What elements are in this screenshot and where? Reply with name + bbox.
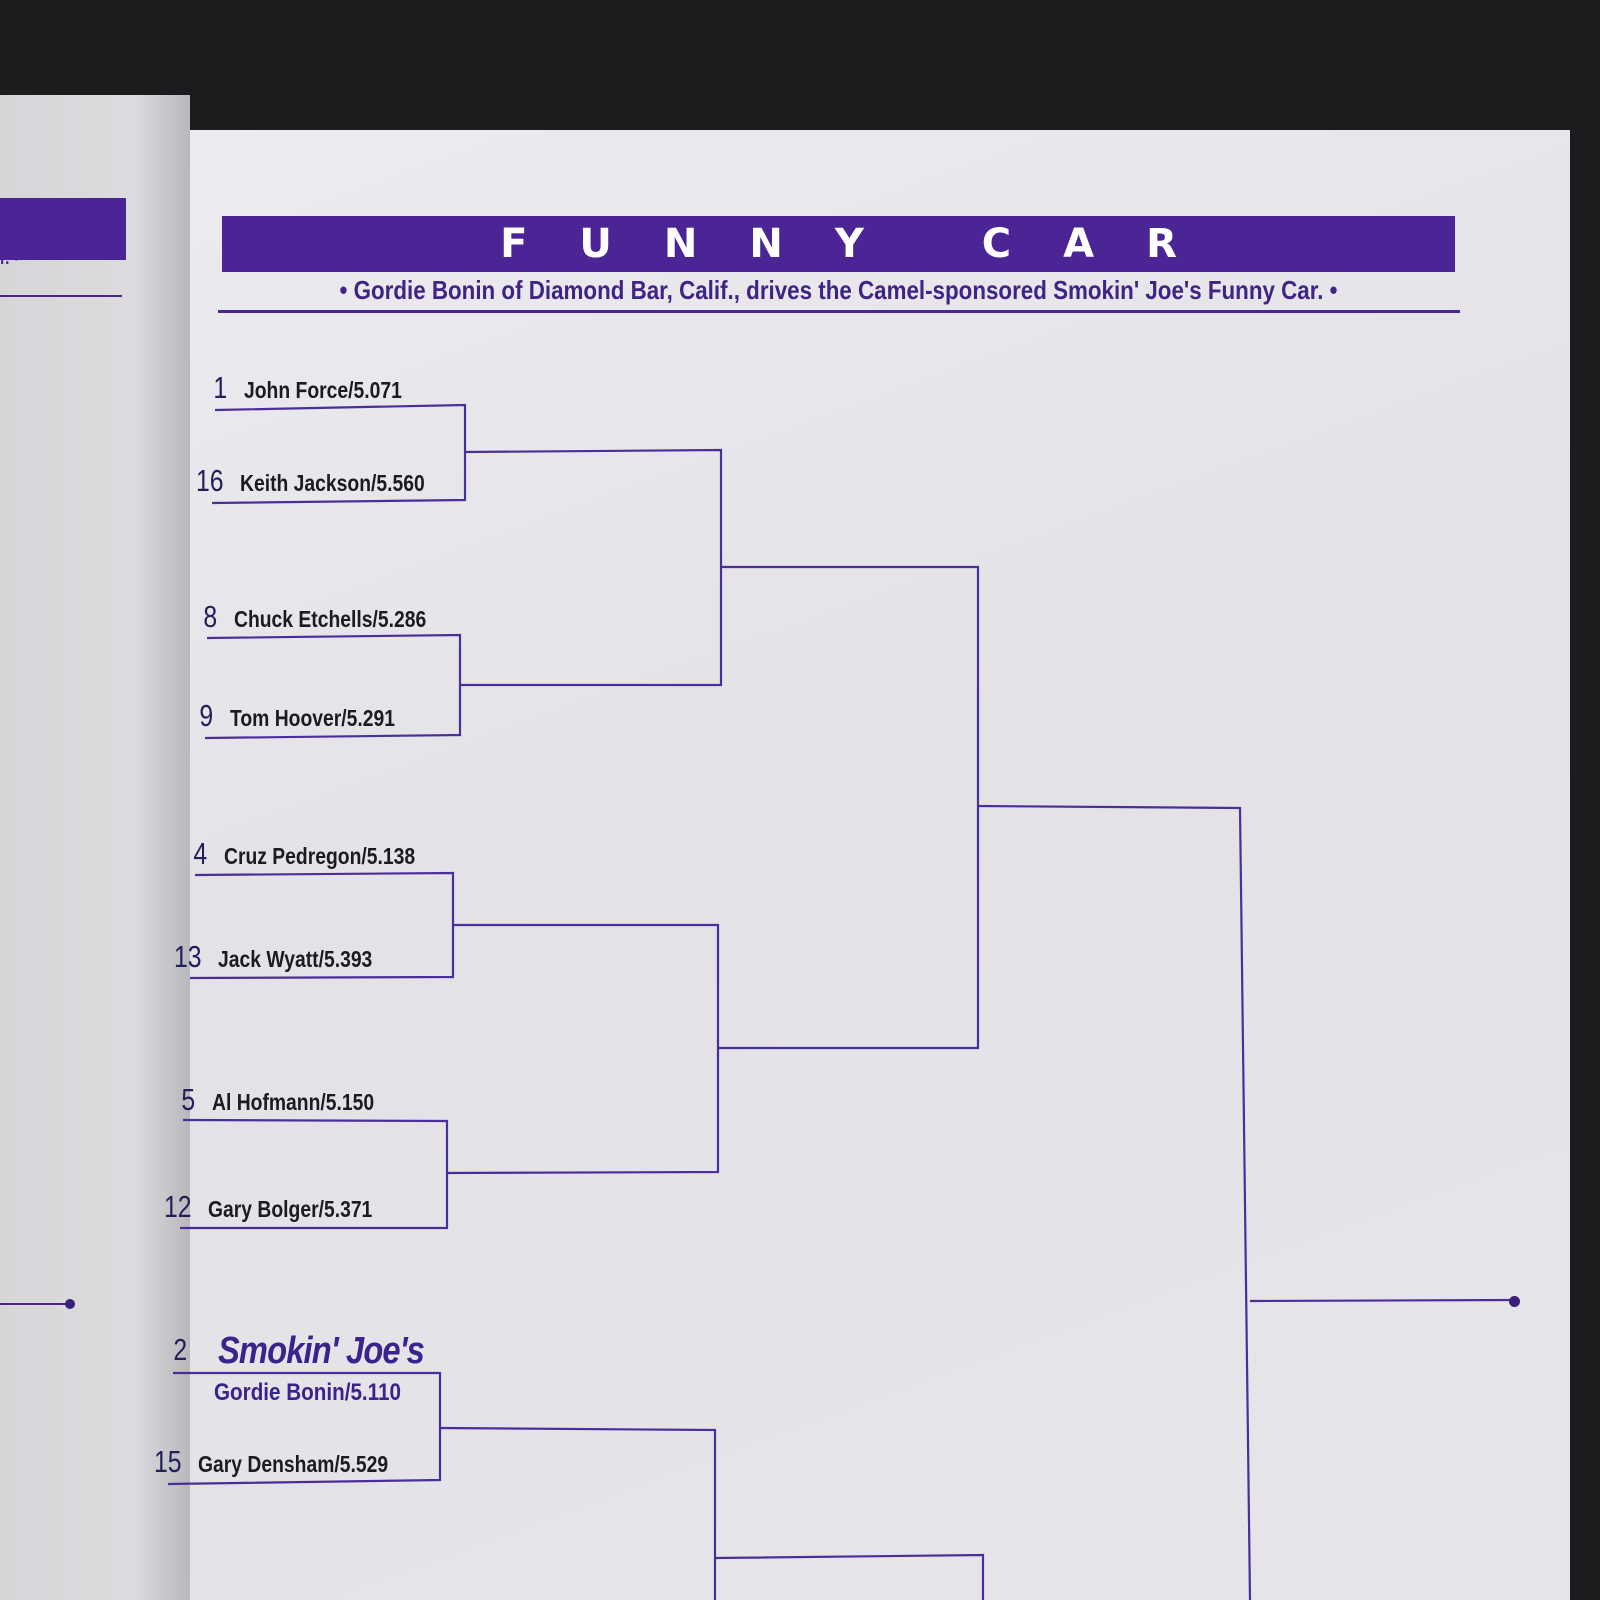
- bracket-semi-2: [714, 1553, 985, 1600]
- sponsored-racer-name: Gordie Bonin/5.110: [214, 1379, 401, 1406]
- seed-number: 5: [181, 1082, 196, 1117]
- seed-number: 4: [193, 836, 208, 871]
- right-page: FUNNY CAR • Gordie Bonin of Diamond Bar,…: [190, 130, 1570, 1600]
- left-caption-rule: [0, 295, 122, 297]
- bracket-finals-line: [1249, 1298, 1515, 1303]
- bracket-entry: 13 Jack Wyatt/5.393: [174, 939, 402, 975]
- racer-name: Tom Hoover/5.291: [230, 705, 395, 731]
- seed-number: 12: [164, 1189, 192, 1224]
- racer-name: Gary Bolger/5.371: [208, 1196, 373, 1222]
- page-title: FUNNY CAR: [500, 221, 1229, 267]
- bracket-semi-1: [718, 565, 980, 1050]
- bracket-entry: 1 John Force/5.071: [200, 370, 432, 406]
- bracket-quarter-2: [446, 923, 720, 1175]
- racer-name: Keith Jackson/5.560: [240, 470, 425, 496]
- bracket-entry-sponsored: 2: [160, 1332, 204, 1368]
- left-page: r. •: [0, 95, 190, 1600]
- bracket-entry: 5 Al Hofmann/5.150: [168, 1082, 405, 1118]
- left-finals-dot: [65, 1299, 75, 1309]
- bracket-entry: 4 Cruz Pedregon/5.138: [180, 836, 452, 872]
- racer-name: John Force/5.071: [244, 377, 402, 403]
- seed-number: 2: [173, 1332, 188, 1367]
- seed-number: 8: [203, 599, 218, 634]
- left-finals-line: [0, 1303, 70, 1305]
- racer-name: Al Hofmann/5.150: [212, 1089, 375, 1115]
- bracket-entry: 16 Keith Jackson/5.560: [196, 463, 460, 499]
- seed-number: 16: [196, 463, 224, 498]
- seed-number: 1: [213, 370, 228, 405]
- racer-name: Jack Wyatt/5.393: [218, 946, 373, 972]
- racer-name: Cruz Pedregon/5.138: [224, 843, 416, 869]
- bracket-final-1: [977, 804, 1252, 1600]
- racer-name: Gary Densham/5.529: [198, 1451, 389, 1477]
- left-title-bar: [0, 198, 126, 260]
- bracket-entry: 8 Chuck Etchells/5.286: [190, 599, 463, 635]
- bracket-quarter-3: [439, 1426, 717, 1600]
- left-caption-fragment: r. •: [0, 248, 19, 268]
- seed-number: 13: [174, 939, 202, 974]
- bracket-match-4: [180, 1118, 449, 1230]
- bracket-quarter-1: [460, 448, 723, 687]
- bracket-entry: 15 Gary Densham/5.529: [154, 1444, 424, 1480]
- photo-caption: • Gordie Bonin of Diamond Bar, Calif., d…: [339, 275, 1338, 305]
- racer-name: Chuck Etchells/5.286: [234, 606, 427, 632]
- sponsor-logo-text: Smokin' Joe's: [218, 1330, 425, 1372]
- seed-number: 9: [199, 698, 214, 733]
- bracket-entry: 12 Gary Bolger/5.371: [164, 1189, 404, 1225]
- finals-dot: [1509, 1296, 1520, 1307]
- seed-number: 15: [154, 1444, 182, 1479]
- caption-rule: [218, 310, 1460, 313]
- bracket-match-5: [167, 1371, 442, 1486]
- title-bar: FUNNY CAR: [222, 216, 1455, 272]
- bracket-match-1: [211, 403, 467, 505]
- bracket-entry: 9 Tom Hoover/5.291: [186, 698, 426, 734]
